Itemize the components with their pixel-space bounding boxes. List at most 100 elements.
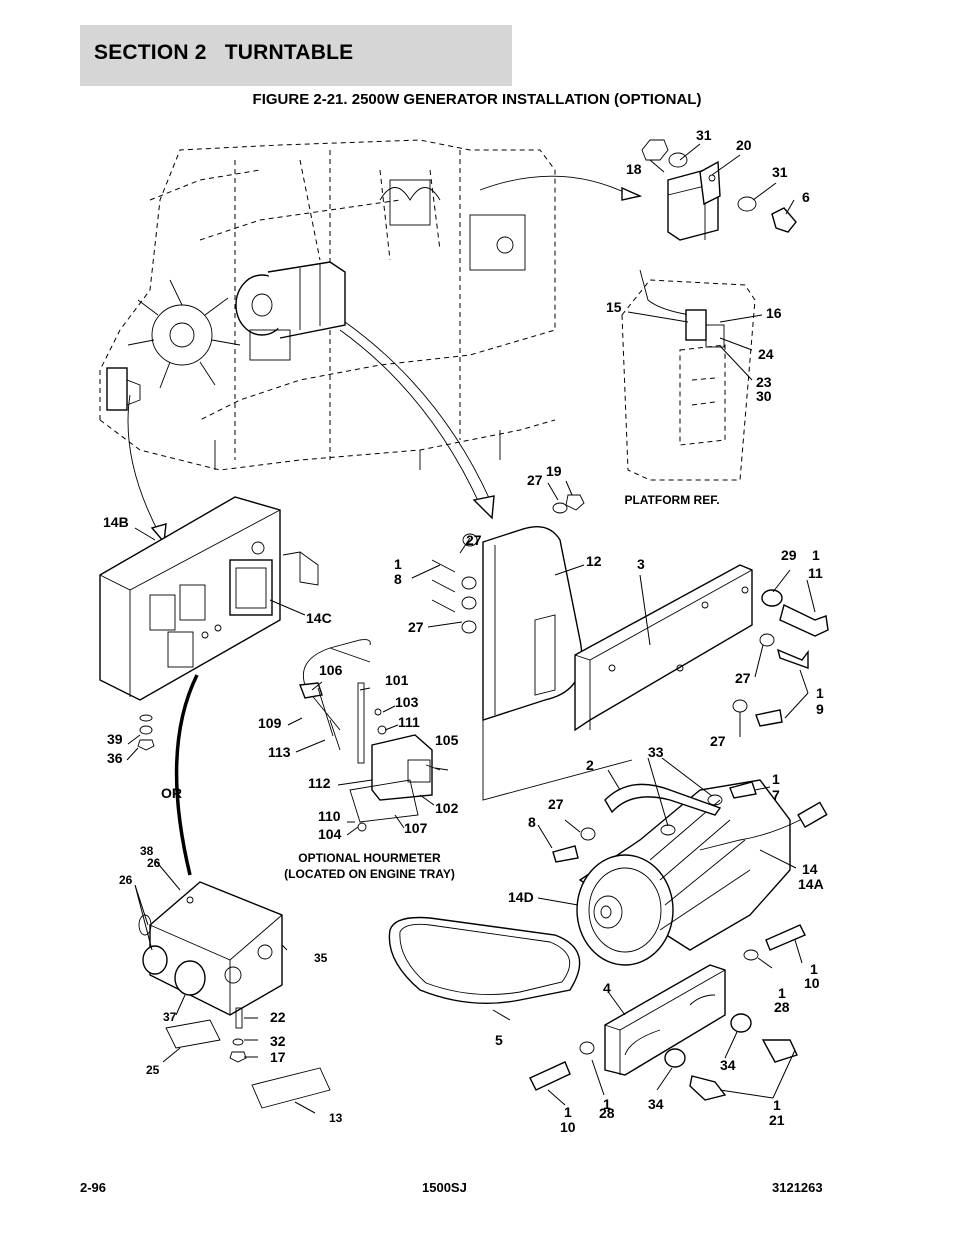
callout-33: 33 bbox=[648, 744, 664, 760]
control-box-14b bbox=[99, 496, 319, 751]
callout-107: 107 bbox=[404, 820, 428, 836]
callout-35: 35 bbox=[314, 951, 328, 965]
callout-1-bolt-28: 1 bbox=[778, 985, 786, 1001]
callout-16: 16 bbox=[766, 305, 782, 321]
callout-14c: 14C bbox=[306, 610, 332, 626]
hourmeter-note: OPTIONAL HOURMETER (LOCATED ON ENGINE TR… bbox=[262, 850, 477, 882]
callout-110: 110 bbox=[318, 808, 341, 824]
callout-7: 7 bbox=[772, 787, 780, 803]
callout-17: 17 bbox=[270, 1049, 286, 1065]
callout-31-top: 31 bbox=[696, 127, 712, 143]
callout-8-bolts: 8 bbox=[394, 571, 402, 587]
callout-11: 11 bbox=[808, 565, 823, 581]
callout-27-plate-mid: 27 bbox=[735, 670, 751, 686]
callout-10-left: 10 bbox=[560, 1119, 576, 1135]
generator bbox=[388, 779, 828, 1005]
callout-111: 111 bbox=[398, 714, 420, 730]
callout-38: 38 bbox=[140, 844, 154, 858]
arrow-to-bracket bbox=[479, 175, 631, 196]
callout-1-bolt-9: 1 bbox=[816, 685, 824, 701]
callout-39: 39 bbox=[107, 731, 123, 747]
callout-34-right: 34 bbox=[720, 1057, 736, 1073]
callout-1-bolt-11: 1 bbox=[812, 547, 820, 563]
callout-20: 20 bbox=[736, 137, 752, 153]
callout-29: 29 bbox=[781, 547, 797, 563]
callout-25: 25 bbox=[146, 1063, 160, 1077]
callout-5: 5 bbox=[495, 1032, 503, 1048]
callout-1-bolts: 1 bbox=[394, 556, 402, 572]
callout-105: 105 bbox=[435, 732, 459, 748]
callout-27-top: 27 bbox=[527, 472, 543, 488]
leader-lines bbox=[126, 143, 816, 1114]
mounting-plates bbox=[431, 494, 829, 801]
hourmeter-drawing bbox=[299, 639, 441, 832]
callout-104: 104 bbox=[318, 826, 342, 842]
callout-1-bolt-7: 1 bbox=[772, 771, 780, 787]
callout-1-bolt-10-left: 1 bbox=[564, 1104, 572, 1120]
callout-28-left: 28 bbox=[599, 1105, 615, 1121]
callout-102: 102 bbox=[435, 800, 459, 816]
callout-13: 13 bbox=[329, 1111, 343, 1125]
callout-3: 3 bbox=[637, 556, 645, 572]
callout-14a: 14A bbox=[798, 876, 824, 892]
callout-12: 12 bbox=[586, 553, 602, 569]
relay-bracket bbox=[641, 139, 797, 241]
callout-9: 9 bbox=[816, 701, 824, 717]
callout-28-right: 28 bbox=[774, 999, 790, 1015]
junction-box bbox=[138, 881, 331, 1109]
callout-36: 36 bbox=[107, 750, 123, 766]
platform-ref-drawing bbox=[621, 269, 756, 481]
callout-27-plate-top: 27 bbox=[466, 532, 482, 548]
callout-8-generator: 8 bbox=[528, 814, 536, 830]
callout-26-top: 26 bbox=[147, 856, 161, 870]
callout-1-bolt-21: 1 bbox=[773, 1097, 781, 1113]
section-title: SECTION 2 TURNTABLE bbox=[94, 41, 354, 64]
callout-113: 113 bbox=[268, 744, 291, 760]
callout-101: 101 bbox=[385, 672, 409, 688]
callout-30: 30 bbox=[756, 388, 772, 404]
callout-32: 32 bbox=[270, 1033, 286, 1049]
callout-27-generator: 27 bbox=[548, 796, 564, 812]
callout-37: 37 bbox=[163, 1010, 177, 1024]
callout-34-left: 34 bbox=[648, 1096, 664, 1112]
model-number: 1500SJ bbox=[422, 1180, 467, 1195]
callout-10-right: 10 bbox=[804, 975, 820, 991]
callout-1-bolt-28-left: 1 bbox=[603, 1096, 611, 1112]
callout-109: 109 bbox=[258, 715, 282, 731]
callout-21: 21 bbox=[769, 1112, 785, 1128]
callout-15: 15 bbox=[606, 299, 622, 315]
adjusting-bracket bbox=[529, 924, 806, 1101]
manual-part-number: 3121263 bbox=[772, 1180, 823, 1195]
callout-27-plate-left: 27 bbox=[408, 619, 424, 635]
callout-2: 2 bbox=[586, 757, 594, 773]
callout-19: 19 bbox=[546, 463, 562, 479]
engine-drawing bbox=[99, 139, 556, 471]
callout-24: 24 bbox=[758, 346, 774, 362]
or-label: OR bbox=[161, 785, 182, 801]
page-number: 2-96 bbox=[80, 1180, 107, 1195]
platform-ref-note: PLATFORM REF. bbox=[624, 493, 720, 507]
hourmeter-note-line2: (LOCATED ON ENGINE TRAY) bbox=[284, 867, 455, 881]
callout-106: 106 bbox=[319, 662, 343, 678]
callout-1-bolt-10-right: 1 bbox=[810, 961, 818, 977]
callout-14b: 14B bbox=[103, 514, 129, 530]
or-curve bbox=[174, 674, 199, 876]
figure-title: FIGURE 2-21. 2500W GENERATOR INSTALLATIO… bbox=[252, 91, 702, 108]
hourmeter-note-line1: OPTIONAL HOURMETER bbox=[298, 851, 441, 865]
callout-31-right: 31 bbox=[772, 164, 788, 180]
callout-103: 103 bbox=[395, 694, 419, 710]
callout-6: 6 bbox=[802, 189, 810, 205]
callout-26-left: 26 bbox=[119, 873, 133, 887]
callout-27-plate-bottom: 27 bbox=[710, 733, 726, 749]
callout-23: 23 bbox=[756, 374, 772, 390]
section-header: SECTION 2 TURNTABLE bbox=[80, 25, 512, 86]
arrow-to-control-box bbox=[127, 394, 161, 536]
callout-112: 112 bbox=[308, 775, 331, 791]
callout-22: 22 bbox=[270, 1009, 286, 1025]
callout-4: 4 bbox=[603, 980, 611, 996]
callout-18: 18 bbox=[626, 161, 642, 177]
arrow-to-plate bbox=[344, 321, 491, 501]
callout-14d: 14D bbox=[508, 889, 534, 905]
